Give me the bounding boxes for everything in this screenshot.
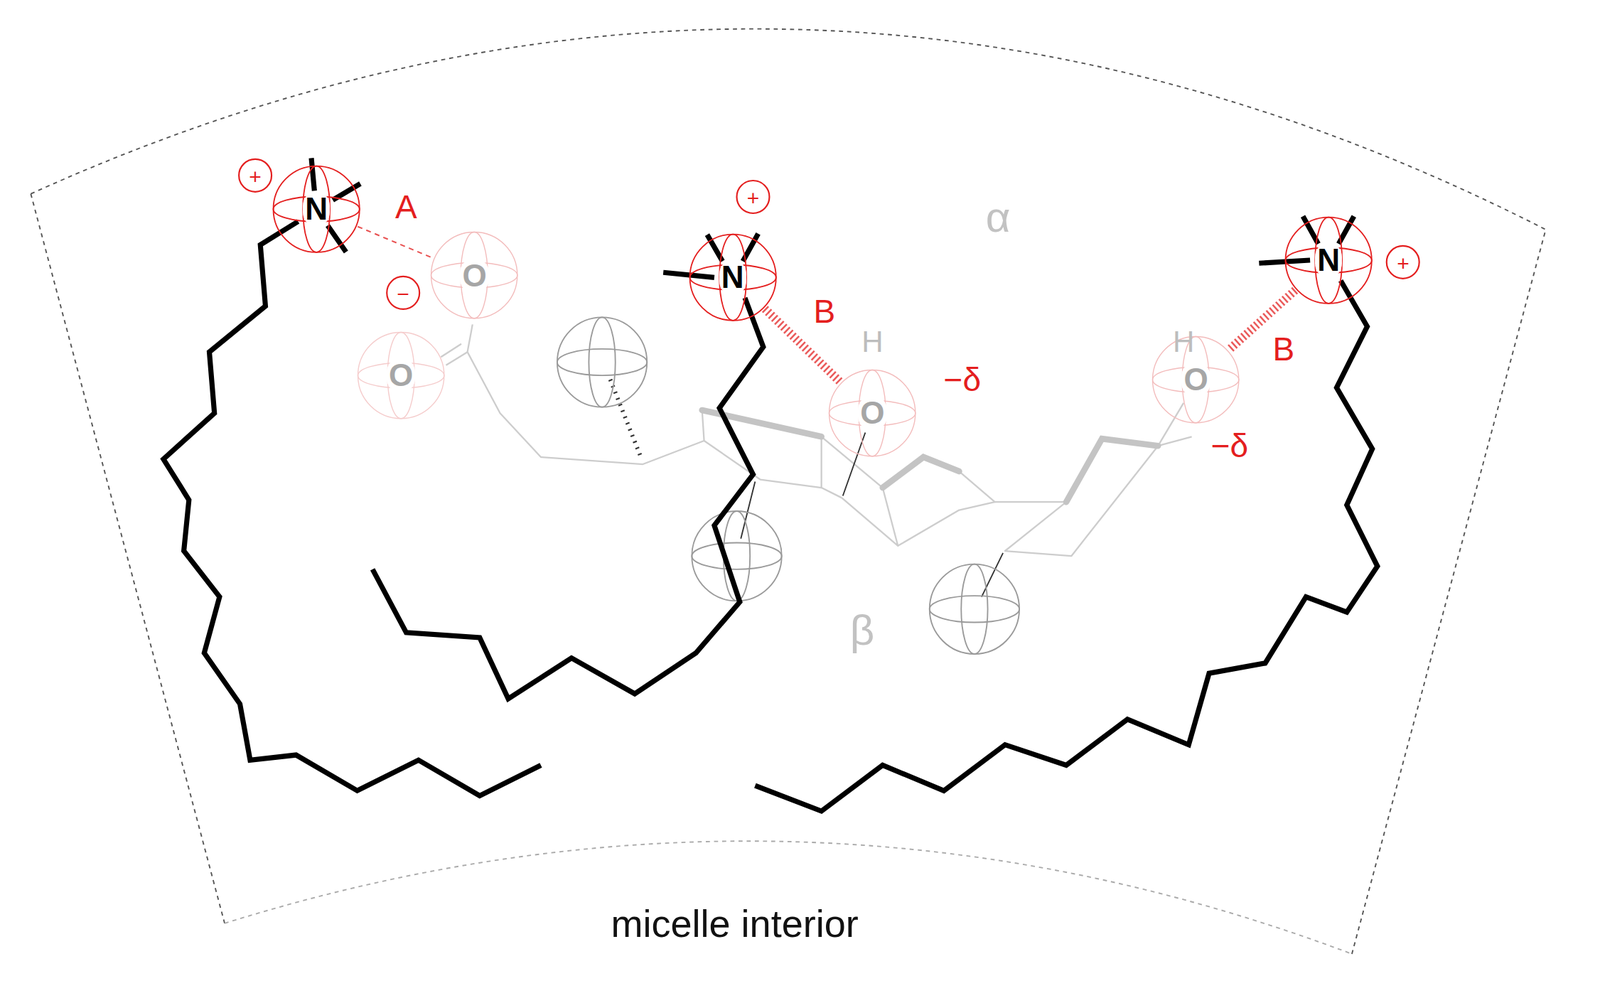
atom-symbol: O — [1181, 363, 1210, 396]
atom-sphere: N — [688, 232, 778, 322]
face-label: α — [985, 194, 1011, 241]
atom-sphere: O — [429, 230, 519, 320]
partial-charge: −δ — [1211, 427, 1249, 465]
interaction-line — [357, 226, 433, 259]
alkyl-chains — [163, 221, 1378, 812]
bond — [1157, 403, 1184, 446]
charge-circles — [238, 159, 1420, 310]
ring — [702, 410, 822, 488]
face-label: β — [850, 607, 875, 654]
atom-symbol: O — [386, 358, 416, 392]
atom-sphere: O — [827, 368, 917, 458]
atom-symbol: O — [459, 259, 489, 293]
charge-circle — [386, 276, 420, 310]
charge-sign: + — [747, 186, 760, 210]
sphere-line — [1152, 336, 1239, 423]
charge-sign: + — [248, 164, 262, 189]
methyl-sphere — [557, 317, 1020, 654]
charge-sign: − — [396, 282, 410, 306]
micelle-outline — [30, 29, 1546, 954]
atom-symbol: N — [302, 192, 330, 226]
alkyl-chain — [754, 280, 1377, 812]
atom-sphere: N — [271, 164, 362, 254]
sphere-line — [358, 332, 445, 419]
ring — [882, 457, 996, 546]
sphere — [960, 564, 988, 654]
sphere-line — [431, 232, 518, 319]
sphere-line — [689, 234, 776, 321]
double-bond — [440, 344, 467, 366]
interaction-label: B — [813, 293, 836, 330]
atom-symbol: N — [1314, 243, 1342, 277]
sphere — [691, 543, 782, 570]
wedge-bond — [882, 457, 960, 488]
bond — [467, 324, 473, 352]
charge-circle — [238, 159, 272, 192]
sphere — [929, 595, 1020, 622]
sphere-line — [1285, 216, 1372, 303]
interaction-label: B — [1273, 331, 1296, 368]
sphere-line — [302, 166, 330, 253]
sphere-line — [1314, 216, 1342, 303]
atom-sphere: N — [1283, 215, 1374, 305]
side-chain — [467, 351, 705, 465]
wedge-bonds — [702, 410, 1159, 502]
sphere — [557, 317, 647, 407]
steroid-skeleton — [440, 324, 1192, 556]
charge-circle — [1386, 245, 1420, 279]
charge-sign: + — [1396, 251, 1410, 276]
atom-symbol: N — [719, 260, 747, 294]
sphere-line — [829, 370, 916, 457]
micelle-outline — [224, 840, 1352, 954]
charge-circle — [737, 180, 770, 214]
ring — [821, 436, 899, 546]
micelle-outline — [30, 194, 225, 924]
sphere — [929, 564, 1020, 654]
ring — [995, 436, 1193, 556]
partial-charge: −δ — [943, 361, 981, 399]
hydrogen-symbol: H — [1172, 325, 1195, 359]
hydrogen-symbol: H — [861, 325, 883, 359]
sphere — [588, 317, 615, 407]
bond — [740, 432, 1003, 598]
sphere-line — [272, 166, 359, 253]
region-label: micelle interior — [611, 902, 859, 945]
sphere-line — [719, 234, 747, 321]
alkyl-chain — [372, 297, 764, 699]
sphere — [557, 349, 647, 376]
wedge-bond — [1066, 438, 1158, 502]
atom-sphere: O — [356, 330, 446, 421]
atom-symbol: O — [857, 396, 887, 430]
interaction-label: A — [395, 189, 418, 226]
alkyl-chain — [163, 221, 541, 796]
atom-sphere: O — [1150, 334, 1241, 425]
